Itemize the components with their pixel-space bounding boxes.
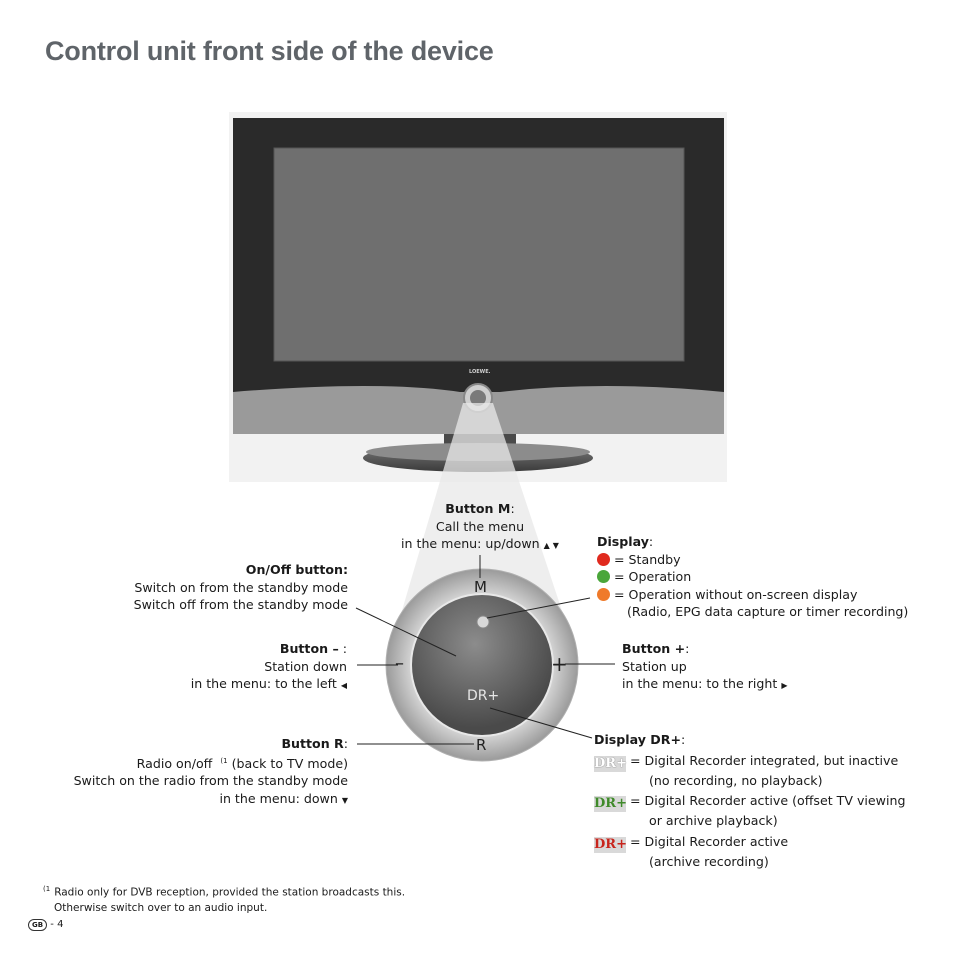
dr-item-line2: or archive playback): [649, 813, 778, 828]
onoff-title: On/Off button:: [245, 562, 348, 577]
button-r-line1-suffix: (back to TV mode): [227, 755, 348, 771]
button-plus-block: Button +: Station up in the menu: to the…: [622, 640, 787, 695]
ring-label-r[interactable]: R: [476, 736, 487, 754]
button-plus-title: Button +: [622, 641, 686, 656]
button-minus-block: Button – : Station down in the menu: to …: [150, 640, 347, 695]
ring-label-dr: DR+: [467, 688, 500, 704]
control-inner-disc: [412, 595, 552, 735]
button-plus-line2: in the menu: to the right: [622, 676, 778, 691]
dr-item-line2: (archive recording): [649, 853, 769, 869]
ring-label-minus[interactable]: –: [395, 653, 404, 674]
button-m-title-suffix: :: [510, 501, 515, 516]
button-r-line2: Switch on the radio from the standby mod…: [73, 773, 348, 789]
page-number: GB - 4: [28, 919, 63, 931]
arrow-up-icon: ▲: [543, 541, 550, 550]
dr-item-line1: = Digital Recorder active (offset TV vie…: [630, 793, 906, 808]
footnote-ref: (1: [220, 756, 228, 765]
onoff-line1: Switch on from the standby mode: [134, 579, 348, 595]
display-block: Display: = Standby = Operation = Operati…: [597, 533, 908, 621]
display-item: = Operation: [597, 568, 908, 586]
display-item: = Standby: [597, 551, 908, 569]
dr-item-line2: (no recording, no playback): [649, 772, 823, 788]
display-item-text: = Standby: [614, 551, 681, 567]
country-badge-icon: GB: [28, 919, 48, 931]
button-m-line2: in the menu: up/down: [401, 536, 540, 551]
dr-active-red-badge-icon: DR+: [594, 836, 627, 853]
ring-label-plus[interactable]: +: [551, 652, 568, 676]
display-dr-title: Display DR+: [594, 732, 682, 747]
display-dr-title-suffix: :: [681, 732, 686, 747]
display-dr-block: Display DR+: DR+= Digital Recorder integ…: [594, 731, 905, 870]
display-led: [476, 615, 490, 629]
button-r-title-suffix: :: [343, 736, 348, 751]
display-note: (Radio, EPG data capture or timer record…: [627, 604, 909, 619]
page-title: Control unit front side of the device: [45, 36, 494, 66]
button-r-title: Button R: [281, 736, 344, 751]
display-item: = Operation without on-screen display: [597, 586, 908, 604]
arrow-down-icon: ▼: [552, 541, 559, 550]
onoff-line2: Switch off from the standby mode: [133, 597, 348, 612]
button-r-block: Button R: Radio on/off (1 (back to TV mo…: [60, 735, 348, 809]
arrow-right-icon: ▶: [781, 681, 788, 690]
button-plus-title-suffix: :: [685, 641, 690, 656]
dr-item: DR+= Digital Recorder active (offset TV …: [594, 792, 905, 812]
display-item-text: = Operation without on-screen display: [614, 586, 858, 602]
button-minus-line2: in the menu: to the left: [190, 676, 337, 691]
footnote-line1: Radio only for DVB reception, provided t…: [54, 886, 406, 899]
footnote-line2: Otherwise switch over to an audio input.: [54, 901, 268, 914]
orange-status-dot-icon: [597, 587, 610, 601]
button-minus-title-suffix: :: [338, 641, 347, 656]
arrow-left-icon: ◀: [340, 681, 347, 690]
ring-label-m[interactable]: M: [474, 578, 487, 596]
button-minus-line1: Station down: [264, 658, 347, 674]
button-m-line1: Call the menu: [435, 518, 525, 534]
button-minus-title: Button –: [279, 641, 339, 656]
dr-active-green-badge-icon: DR+: [594, 796, 627, 812]
dr-inactive-badge-icon: DR+: [594, 755, 627, 772]
red-status-dot-icon: [597, 552, 610, 566]
dr-item: DR+= Digital Recorder active: [594, 833, 905, 853]
dr-item: DR+= Digital Recorder integrated, but in…: [594, 752, 905, 772]
button-m-title: Button M: [445, 501, 511, 516]
button-r-line3: in the menu: down: [219, 790, 338, 806]
green-status-dot-icon: [597, 570, 610, 583]
arrow-down-icon: ▼: [341, 795, 348, 805]
button-r-line1: Radio on/off: [136, 755, 213, 771]
display-title: Display: [597, 534, 649, 549]
display-item-text: = Operation: [614, 569, 692, 584]
onoff-block: On/Off button: Switch on from the standb…: [120, 561, 348, 614]
footnote-marker: (1: [43, 885, 51, 893]
tv-brand-logo: LOEWE.: [469, 369, 491, 375]
dr-item-line1: = Digital Recorder active: [630, 833, 789, 849]
page-number-text: - 4: [50, 919, 64, 930]
button-m-block: Button M: Call the menu in the menu: up/…: [398, 500, 562, 555]
dr-item-line1: = Digital Recorder integrated, but inact…: [630, 752, 899, 768]
display-title-suffix: :: [648, 534, 654, 549]
button-plus-line1: Station up: [622, 658, 687, 674]
tv-screen: [273, 147, 685, 362]
